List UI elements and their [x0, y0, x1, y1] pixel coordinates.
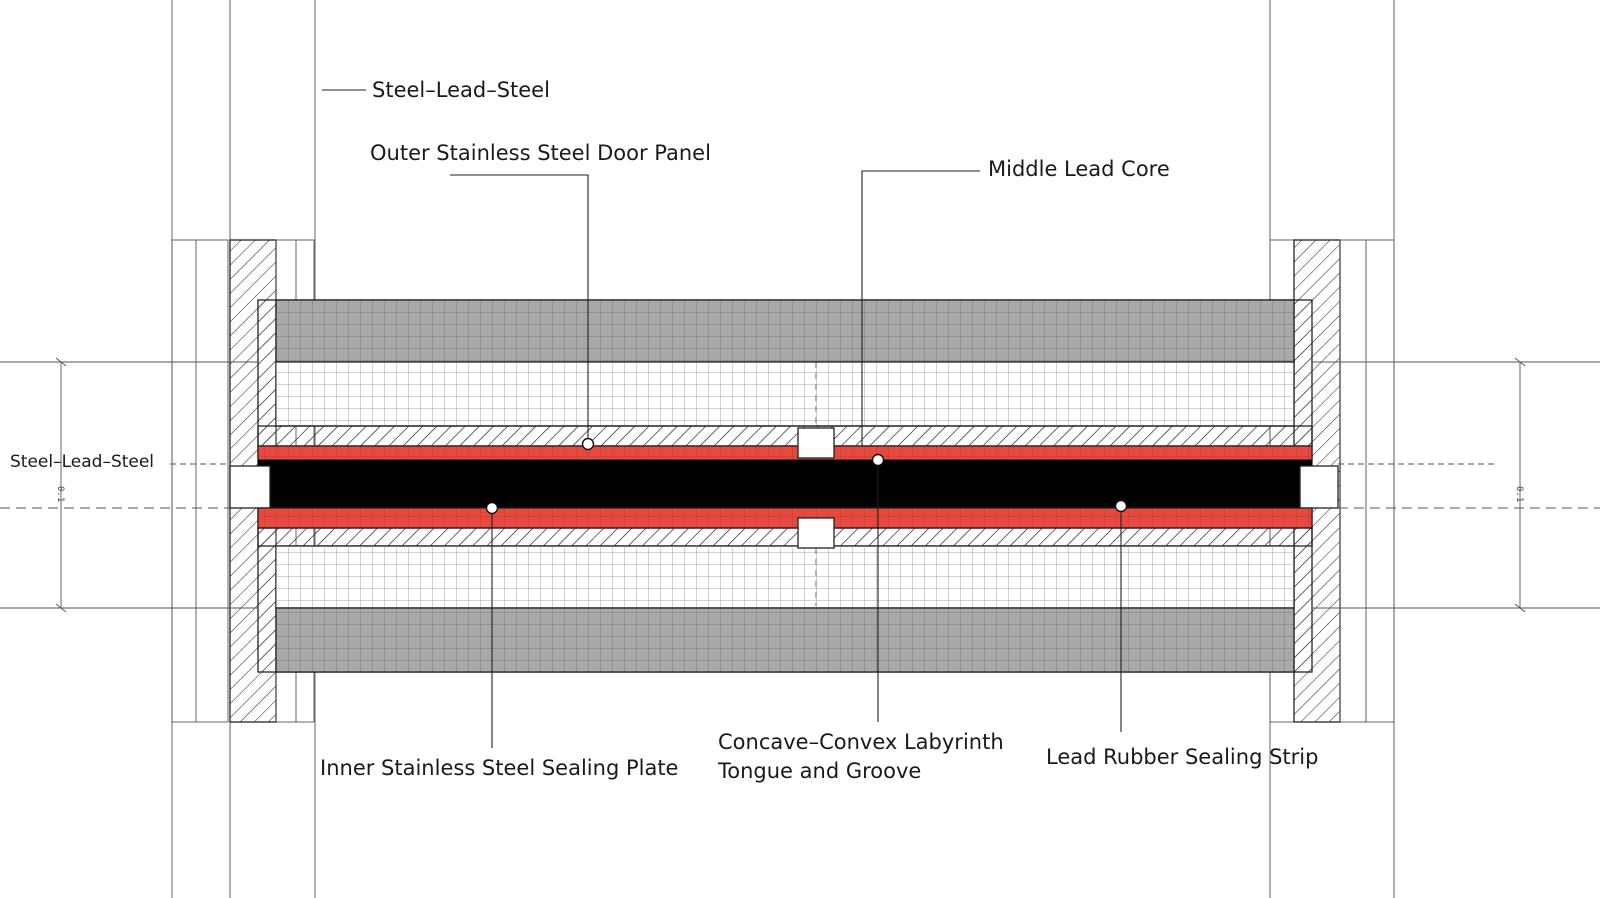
top-grey-band	[275, 299, 1295, 363]
left-gap-block	[229, 465, 271, 509]
dimension-right: 0.1	[1514, 357, 1526, 613]
tongue-block-bottom	[797, 517, 835, 549]
top-red-strip	[257, 445, 1313, 461]
leader-dot-rubber-strip	[1114, 499, 1128, 513]
label-outer-panel: Outer Stainless Steel Door Panel	[370, 141, 711, 165]
label-labyrinth-line2: Tongue and Groove	[717, 759, 921, 783]
label-rubber-strip: Lead Rubber Sealing Strip	[1046, 745, 1318, 769]
label-labyrinth-line1: Concave–Convex Labyrinth	[718, 730, 1004, 754]
extension-lines	[0, 361, 1600, 609]
label-steel-lead-steel-left: Steel–Lead–Steel	[10, 452, 154, 472]
bottom-red-strip	[257, 507, 1313, 529]
leader-dot-labyrinth	[871, 453, 885, 467]
right-gap-block	[1299, 465, 1339, 509]
lead-core	[258, 460, 1312, 508]
label-inner-plate: Inner Stainless Steel Sealing Plate	[320, 756, 678, 780]
leader-dot-inner-plate	[485, 501, 499, 515]
top-inner-plate	[257, 425, 1313, 447]
leader-lines	[322, 89, 1122, 748]
bottom-inner-plate	[257, 527, 1313, 547]
tongue-block-top	[797, 427, 835, 459]
bottom-grey-band	[275, 607, 1295, 673]
dimension-right-value: 0.1	[1514, 486, 1524, 502]
label-middle-core: Middle Lead Core	[988, 157, 1170, 181]
dimension-left: 0.1	[55, 357, 67, 613]
label-steel-lead-steel-top: Steel–Lead–Steel	[372, 78, 550, 102]
leader-dot-outer-panel	[581, 437, 595, 451]
dimension-left-value: 0.1	[55, 486, 65, 502]
